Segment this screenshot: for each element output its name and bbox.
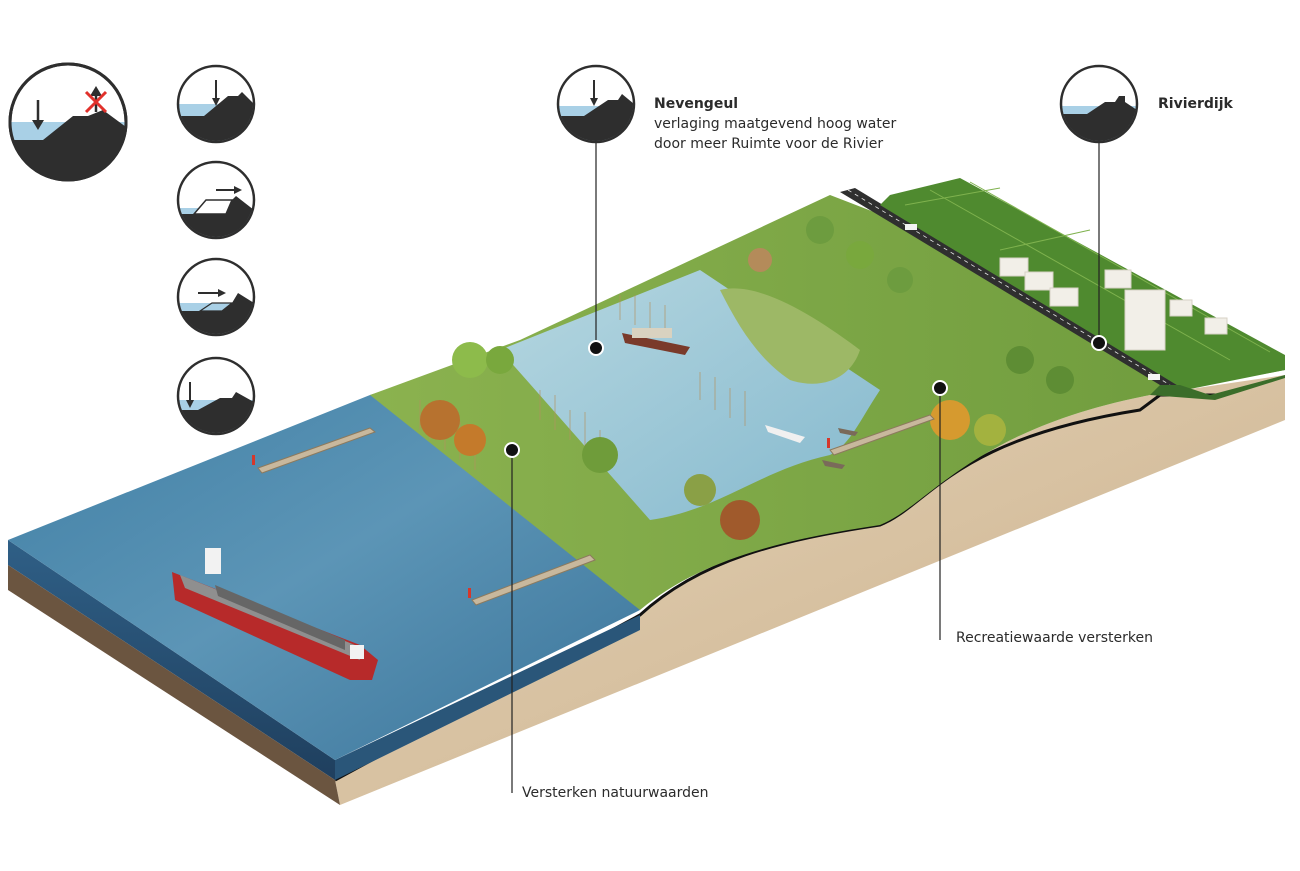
bed-side [8, 565, 340, 805]
houses [999, 257, 1228, 351]
dike-road [840, 188, 1180, 385]
nevengeul-icon [556, 64, 636, 144]
nevengeul-label: Nevengeul verlaging maatgevend hoog wate… [654, 94, 896, 154]
nevengeul-description-line1: verlaging maatgevend hoog water [654, 116, 897, 132]
road-marking [847, 189, 1171, 386]
groynes [257, 414, 935, 606]
leader-lines [511, 140, 1100, 793]
water-front-slab [335, 615, 640, 780]
buoys [252, 438, 830, 598]
polder-fields [880, 178, 1285, 390]
channel-island [720, 288, 860, 384]
floodplain-shift-icon [176, 257, 256, 337]
soil-side [335, 375, 1285, 805]
natuurwaarden-label: Versterken natuurwaarden [522, 785, 709, 801]
cargo-ship [172, 548, 378, 680]
recreatiewaarde-label: Recreatiewaarde versterken [956, 630, 1154, 646]
boats [622, 328, 858, 469]
car [1148, 374, 1160, 380]
rivierdijk-icon [1059, 64, 1139, 144]
water-level-down-no-dike-raise-icon [8, 62, 128, 182]
dike-move-inland-icon [176, 160, 256, 240]
dike-slope [1150, 375, 1285, 400]
rivierdijk-label: Rivierdijk [1158, 96, 1233, 112]
water-level-down-icon [176, 64, 256, 144]
car [905, 224, 917, 230]
nevengeul-title: Nevengeul [654, 96, 739, 112]
water-side [8, 540, 335, 780]
dike-lower-water-icon [176, 356, 256, 436]
leader-dots [504, 335, 1107, 458]
trees [420, 216, 1074, 540]
nevengeul-description-line2: door meer Ruimte voor de Rivier [654, 136, 884, 152]
